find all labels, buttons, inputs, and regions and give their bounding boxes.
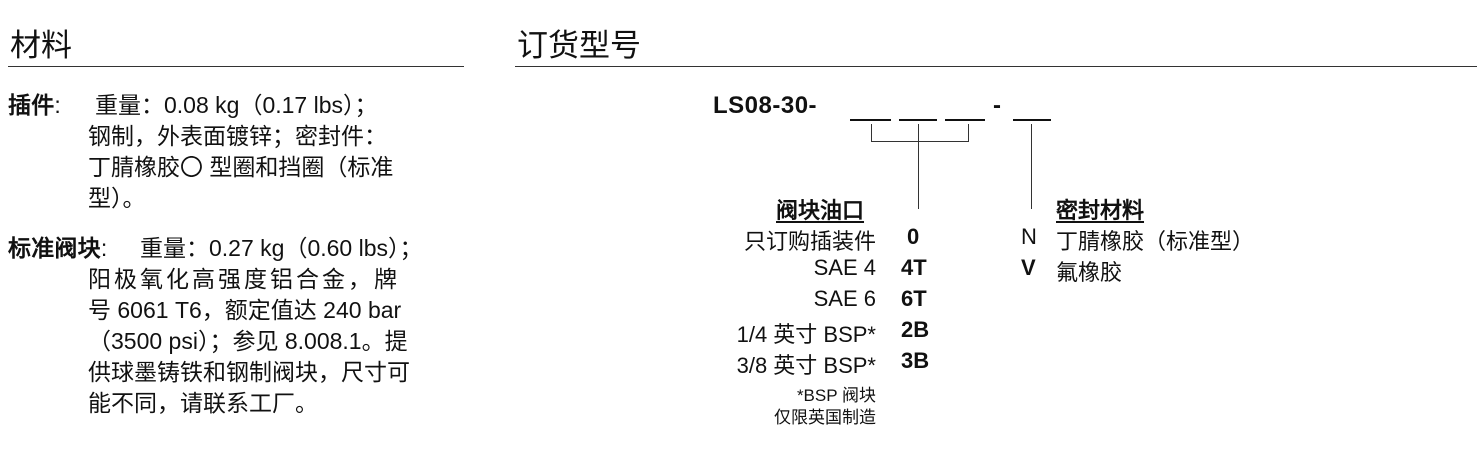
body-colon: : xyxy=(100,235,108,261)
model-blank-1 xyxy=(850,119,891,121)
port-option-code: 0 xyxy=(907,224,920,249)
ordering-heading: 订货型号 xyxy=(517,28,641,63)
cartridge-line-3: 丁腈橡胶〇 型圈和挡圈（标准 xyxy=(88,154,394,180)
body-line-5: 供球墨铸铁和钢制阀块，尺寸可 xyxy=(88,359,410,385)
ports-header: 阀块油口 xyxy=(776,198,865,223)
cartridge-line-2: 钢制，外表面镀锌；密封件： xyxy=(88,123,387,149)
port-option-label: 1/4 英寸 BSP* xyxy=(736,322,876,347)
body-line-6: 能不同，请联系工厂。 xyxy=(88,390,318,416)
model-code-separator: - xyxy=(993,92,1002,119)
cartridge-colon: : xyxy=(54,92,61,118)
port-option-label: SAE 6 xyxy=(813,286,876,311)
ports-bracket xyxy=(871,124,969,142)
ordering-heading-rule xyxy=(515,66,1477,67)
port-option-code: 2B xyxy=(901,317,930,342)
model-blank-4 xyxy=(1013,119,1051,121)
bsp-note-line-2: 仅限英国制造 xyxy=(774,408,876,427)
port-option-label: 3/8 英寸 BSP* xyxy=(736,353,876,378)
seal-option-code: V xyxy=(1021,255,1036,280)
body-line-4: （3500 psi）；参见 8.008.1。提 xyxy=(88,328,408,354)
body-line-3: 号 6061 T6，额定值达 240 bar xyxy=(88,297,402,323)
port-option-label: 只订购插装件 xyxy=(743,229,876,254)
model-code-prefix: LS08-30- xyxy=(713,92,818,119)
port-option-code: 3B xyxy=(901,348,930,373)
materials-heading: 材料 xyxy=(10,28,72,63)
materials-heading-rule xyxy=(8,66,464,67)
seals-header: 密封材料 xyxy=(1056,198,1145,223)
body-label: 标准阀块 xyxy=(8,235,101,261)
cartridge-line-1: 重量：0.08 kg（0.17 lbs）； xyxy=(95,92,378,118)
seal-option-code: N xyxy=(1021,224,1037,249)
ports-leader-line xyxy=(918,124,919,209)
port-option-code: 6T xyxy=(901,286,927,311)
seal-option-label: 丁腈橡胶（标准型） xyxy=(1056,229,1255,254)
port-option-code: 4T xyxy=(901,255,927,280)
cartridge-label: 插件 xyxy=(8,92,55,118)
seals-leader-line xyxy=(1031,124,1032,209)
body-line-2: 阳极氧化高强度铝合金，牌 xyxy=(88,266,400,292)
body-line-1: 重量：0.27 kg（0.60 lbs）； xyxy=(140,235,423,261)
bsp-note-line-1: *BSP 阀块 xyxy=(796,386,876,405)
seal-option-label: 氟橡胶 xyxy=(1056,260,1123,285)
model-blank-2 xyxy=(899,119,937,121)
model-blank-3 xyxy=(945,119,985,121)
port-option-label: SAE 4 xyxy=(813,255,876,280)
cartridge-line-4: 型）。 xyxy=(88,185,146,211)
